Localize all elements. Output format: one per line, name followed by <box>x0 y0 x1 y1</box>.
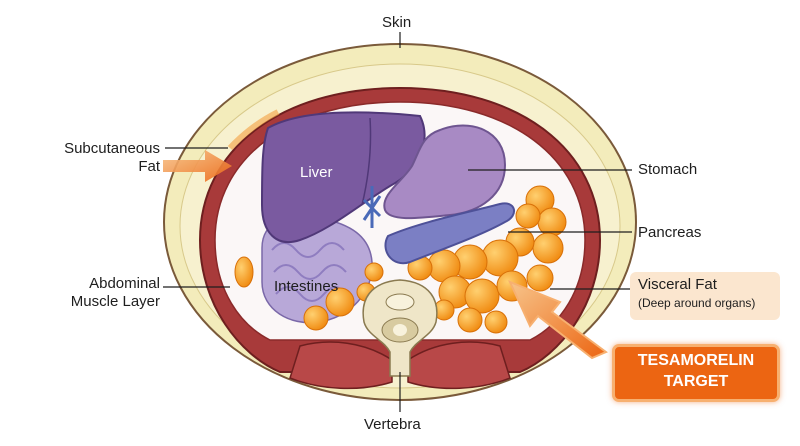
pancreas <box>384 202 515 265</box>
tesamorelin-target-text: TESAMORELIN TARGET <box>612 350 780 392</box>
tesamorelin-arrow <box>508 280 608 360</box>
subcutaneous-fat-label-line2: Fat <box>138 158 160 175</box>
visceral-fat-label: Visceral Fat <box>638 276 717 293</box>
leader-lines <box>163 32 632 412</box>
back-muscle-right <box>407 341 511 390</box>
liver-label: Liver <box>300 164 333 181</box>
abdominal-muscle-label-line1: Abdominal <box>89 275 160 292</box>
tesamorelin-target-line1: TESAMORELIN <box>637 352 755 369</box>
visceral-fat-label-box <box>630 272 780 320</box>
vertebra-label: Vertebra <box>364 416 421 433</box>
visceral-fat-sublabel: (Deep around organs) <box>638 296 756 310</box>
subcutaneous-fat-arrow <box>163 150 232 182</box>
skin-label: Skin <box>382 14 412 31</box>
subcutaneous-glow-line <box>227 109 280 151</box>
subcutaneous-fat-label-line1: Subcutaneous <box>64 140 160 157</box>
tesamorelin-target-badge <box>612 344 780 402</box>
pancreas-label: Pancreas <box>638 224 702 241</box>
liver-fissure <box>361 117 372 206</box>
intestines-label: Intestines <box>274 278 339 295</box>
stomach <box>383 124 507 220</box>
tesamorelin-target-line2: TARGET <box>663 373 729 390</box>
back-muscle-left <box>289 341 393 390</box>
stomach-label: Stomach <box>638 161 698 178</box>
blood-vessels <box>362 186 382 228</box>
abdominal-muscle-label-line2: Muscle Layer <box>70 293 160 310</box>
